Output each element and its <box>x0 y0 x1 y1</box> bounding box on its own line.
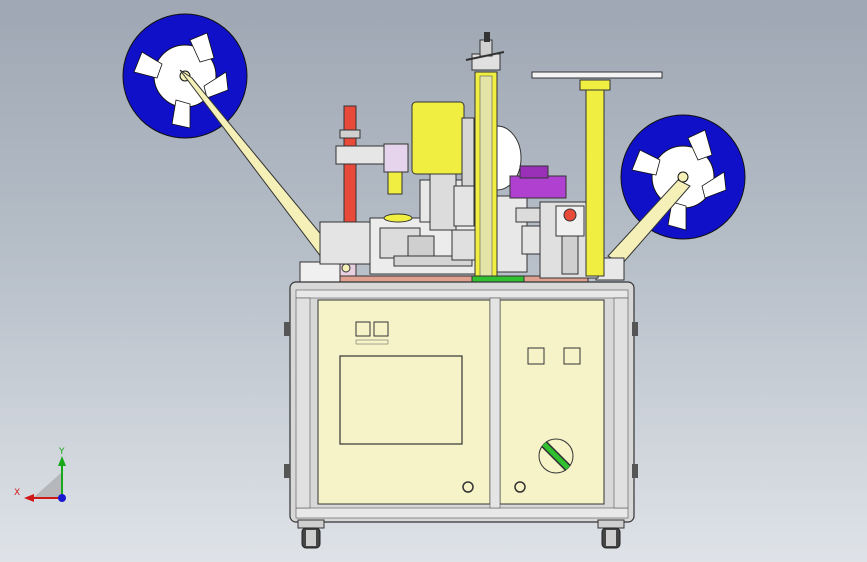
indicator-left-2[interactable] <box>373 321 389 337</box>
caster-left <box>297 519 325 549</box>
door-lock-left[interactable] <box>462 481 474 493</box>
caster-right <box>597 519 625 549</box>
x-axis-label: X <box>14 488 20 498</box>
right-door-panel[interactable] <box>514 347 581 493</box>
right-reel[interactable] <box>620 114 746 240</box>
left-door-panel[interactable] <box>339 321 474 493</box>
yellow-block <box>411 101 465 175</box>
green-strip <box>471 275 525 283</box>
push-button-2[interactable] <box>563 347 581 365</box>
door-lock-right[interactable] <box>514 481 526 493</box>
y-axis-label: Y <box>58 447 65 457</box>
red-post <box>343 105 357 231</box>
push-button-1[interactable] <box>527 347 545 365</box>
indicator-left-1[interactable] <box>355 321 371 337</box>
display-window <box>339 355 463 445</box>
mechanism-assembly <box>299 32 663 285</box>
orientation-triad: X Y <box>14 447 66 502</box>
selector-switch[interactable] <box>538 438 574 474</box>
